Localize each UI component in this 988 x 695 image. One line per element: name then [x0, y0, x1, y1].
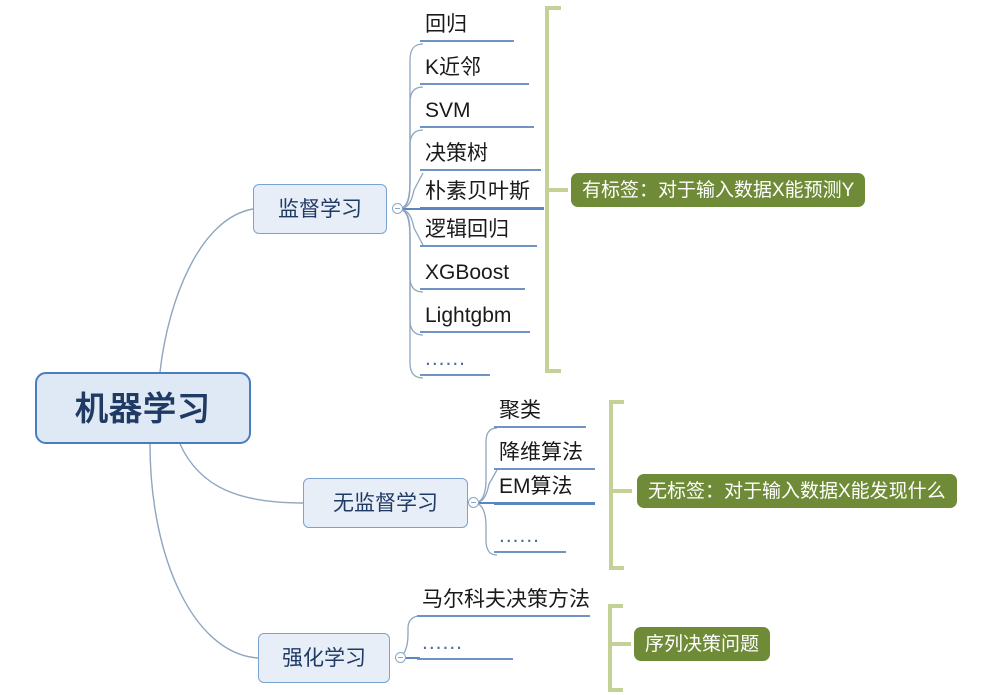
leaf-item-unsupervised-0[interactable]: 聚类: [494, 398, 586, 428]
leaf-item-supervised-4[interactable]: 朴素贝叶斯: [420, 179, 544, 210]
leaf-label: K近邻: [425, 56, 482, 79]
summary-label-unsupervised[interactable]: 无标签：对于输入数据X能发现什么: [637, 474, 957, 508]
leaf-label: 决策树: [425, 142, 488, 165]
connector-root-to-supervised: [159, 208, 254, 373]
leaf-underline: [420, 288, 525, 290]
leaf-label: 回归: [425, 13, 467, 36]
leaf-label: SVM: [425, 99, 471, 122]
leaf-item-reinforcement-1[interactable]: ......: [417, 630, 513, 660]
leaf-label: ......: [425, 347, 467, 370]
leaf-item-supervised-3[interactable]: 决策树: [420, 141, 541, 171]
leaf-label: 降维算法: [499, 441, 583, 464]
leaf-underline: [494, 502, 595, 505]
leaf-item-unsupervised-3[interactable]: ......: [494, 523, 566, 553]
leaf-underline: [420, 207, 544, 210]
leaf-underline: [420, 331, 530, 333]
leaf-item-supervised-5[interactable]: 逻辑回归: [420, 217, 537, 247]
bracket-reinforcement: [608, 604, 631, 692]
summary-label-text: 序列决策问题: [645, 633, 760, 655]
branch-node-unsupervised[interactable]: 无监督学习: [303, 478, 468, 528]
leaf-underline: [420, 40, 514, 42]
leaf-underline: [420, 245, 537, 247]
leaf-underline: [420, 374, 490, 376]
leaf-item-supervised-7[interactable]: Lightgbm: [420, 303, 530, 333]
leaf-underline: [420, 169, 541, 171]
connector-root-to-reinforcement: [149, 443, 259, 659]
leaf-label: 逻辑回归: [425, 218, 509, 241]
branch-node-reinforcement[interactable]: 强化学习: [258, 633, 390, 683]
leaf-item-unsupervised-1[interactable]: 降维算法: [494, 440, 595, 470]
leaf-underline: [420, 126, 534, 128]
leaf-underline: [494, 468, 595, 470]
leaf-item-unsupervised-2[interactable]: EM算法: [494, 474, 595, 505]
leaf-label: ......: [422, 631, 464, 654]
leaf-item-reinforcement-0[interactable]: 马尔科夫决策方法: [417, 587, 590, 617]
leaf-underline: [494, 551, 566, 553]
bracket-supervised: [545, 6, 568, 373]
leaf-item-supervised-8[interactable]: ......: [420, 346, 490, 376]
summary-label-text: 有标签：对于输入数据X能预测Y: [582, 179, 855, 201]
leaf-label: XGBoost: [425, 261, 510, 284]
leaf-underline: [417, 658, 513, 660]
collapse-circle-icon-reinforcement[interactable]: [395, 652, 406, 663]
branch-node-supervised-label: 监督学习: [278, 197, 362, 221]
summary-label-text: 无标签：对于输入数据X能发现什么: [648, 480, 946, 502]
connector-root-to-unsupervised: [179, 443, 304, 504]
leaf-label: Lightgbm: [425, 304, 512, 327]
summary-label-reinforcement[interactable]: 序列决策问题: [634, 627, 771, 661]
leaf-label: 聚类: [499, 399, 541, 422]
collapse-circle-icon-supervised[interactable]: [392, 203, 403, 214]
leaf-label: 马尔科夫决策方法: [422, 588, 590, 611]
branch-node-unsupervised-label: 无监督学习: [333, 491, 438, 515]
leaf-label: 朴素贝叶斯: [425, 180, 530, 203]
root-node[interactable]: 机器学习: [35, 372, 251, 444]
leaf-underline: [417, 615, 590, 617]
bracket-unsupervised: [609, 400, 632, 570]
collapse-circle-icon-unsupervised[interactable]: [468, 497, 479, 508]
branch-node-reinforcement-label: 强化学习: [282, 646, 366, 670]
root-node-label: 机器学习: [75, 389, 211, 427]
leaf-item-supervised-1[interactable]: K近邻: [420, 55, 529, 85]
branch-node-supervised[interactable]: 监督学习: [253, 184, 387, 234]
leaf-item-supervised-2[interactable]: SVM: [420, 98, 534, 128]
leaf-item-supervised-6[interactable]: XGBoost: [420, 260, 525, 290]
leaf-underline: [494, 426, 586, 428]
leaf-label: EM算法: [499, 475, 573, 498]
leaf-underline: [420, 83, 529, 85]
summary-label-supervised[interactable]: 有标签：对于输入数据X能预测Y: [571, 173, 866, 207]
leaf-item-supervised-0[interactable]: 回归: [420, 12, 514, 42]
leaf-label: ......: [499, 524, 541, 547]
